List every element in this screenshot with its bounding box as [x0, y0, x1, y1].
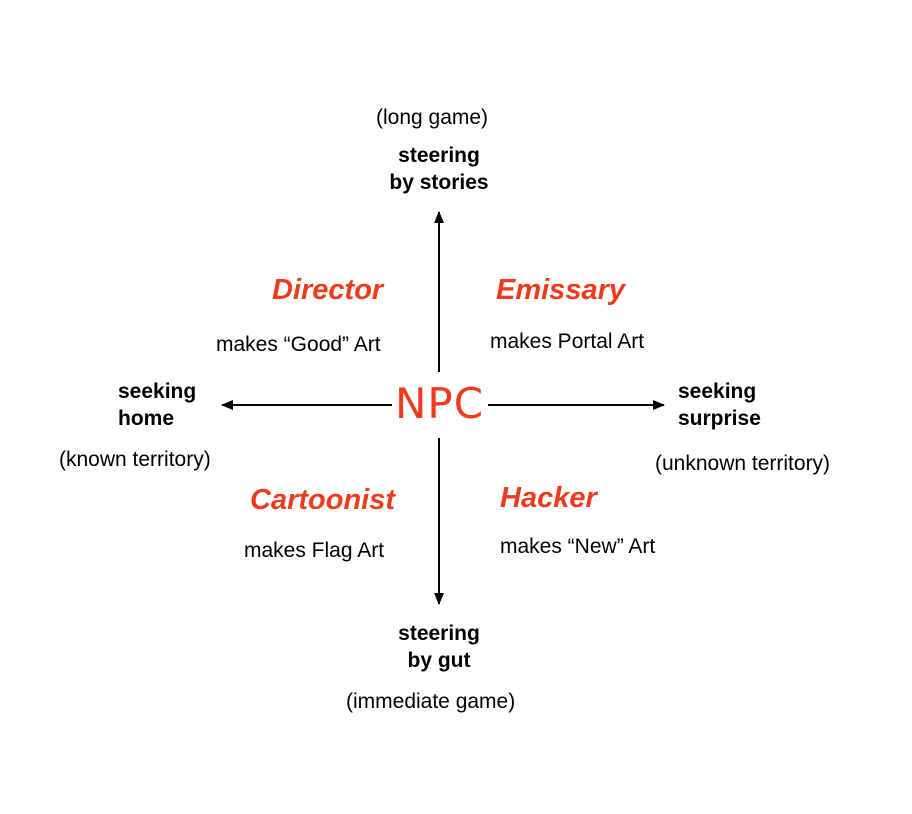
- right-axis-label: seeking surprise: [678, 378, 761, 432]
- quadrant-role-cartoonist: Cartoonist: [250, 484, 395, 516]
- quadrant-role-hacker: Hacker: [500, 482, 597, 514]
- center-label: NPC: [395, 379, 485, 428]
- left-axis-label: seeking home: [118, 378, 196, 432]
- quadrant-role-emissary: Emissary: [496, 274, 625, 306]
- bottom-axis-line-1: steering: [398, 622, 480, 645]
- right-axis-note: (unknown territory): [655, 452, 831, 475]
- top-axis-line-2: by stories: [389, 171, 489, 194]
- quadrant-description-emissary: makes Portal Art: [490, 330, 645, 353]
- top-axis-label: steering by stories: [369, 142, 509, 196]
- bottom-axis-note: (immediate game): [346, 690, 516, 713]
- quadrant-description-director: makes “Good” Art: [216, 333, 381, 356]
- quadrant-description-hacker: makes “New” Art: [500, 535, 656, 558]
- bottom-axis-label: steering by gut: [369, 620, 509, 674]
- top-axis-line-1: steering: [398, 144, 480, 167]
- left-axis-line-1: seeking: [118, 380, 197, 403]
- left-axis-note: (known territory): [59, 448, 211, 471]
- quadrant-role-director: Director: [272, 274, 384, 306]
- left-axis-line-2: home: [118, 407, 175, 430]
- quadrant-description-cartoonist: makes Flag Art: [244, 539, 385, 562]
- top-axis-note: (long game): [376, 106, 489, 129]
- right-axis-line-1: seeking: [678, 380, 757, 403]
- bottom-axis-line-2: by gut: [407, 649, 471, 672]
- right-axis-line-2: surprise: [678, 407, 761, 430]
